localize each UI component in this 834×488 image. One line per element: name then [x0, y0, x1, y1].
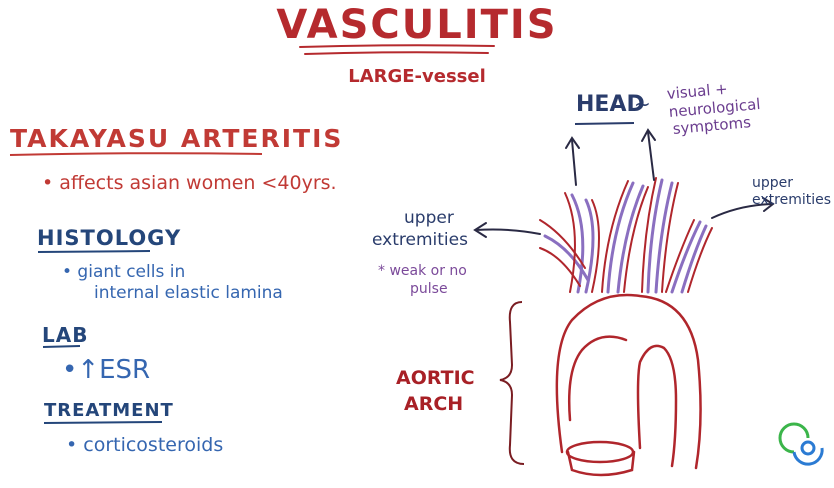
disease-underline [10, 153, 262, 155]
branch-vessels [540, 178, 712, 292]
upper-extremities-right-line-2: extremities [752, 192, 831, 208]
treatment-heading: TREATMENT [44, 400, 174, 421]
lab-heading: LAB [42, 323, 88, 347]
weak-pulse-line-1: * weak or no [378, 263, 467, 279]
disease-heading: TAKAYASU ARTERITIS [10, 124, 343, 153]
upper-extremities-right-line-1: upper [752, 175, 793, 191]
upper-extremities-left-line-2: extremities [372, 230, 468, 250]
treatment-item: • corticosteroids [66, 434, 223, 456]
histology-line-2: internal elastic lamina [94, 283, 283, 303]
lab-item: •↑ESR [62, 355, 150, 385]
arrows [475, 130, 773, 237]
head-underline [575, 123, 634, 124]
page-title: VASCULITIS [0, 2, 834, 48]
histology-underline [38, 251, 150, 252]
histology-line-1: • giant cells in [62, 262, 185, 282]
weak-pulse-line-2: pulse [410, 281, 448, 297]
epidemiology-bullet: • affects asian women <40yrs. [42, 172, 337, 194]
arch-bracket [500, 302, 524, 464]
treatment-underline [44, 422, 162, 423]
aortic-arch [557, 295, 701, 475]
aortic-arch-label-1: AORTIC [396, 367, 475, 389]
head-tilde: ~ [634, 92, 651, 116]
logo-icon [780, 424, 822, 464]
aortic-arch-label-2: ARCH [404, 393, 463, 415]
upper-extremities-left-line-1: upper [404, 208, 454, 228]
histology-heading: HISTOLOGY [37, 226, 181, 250]
